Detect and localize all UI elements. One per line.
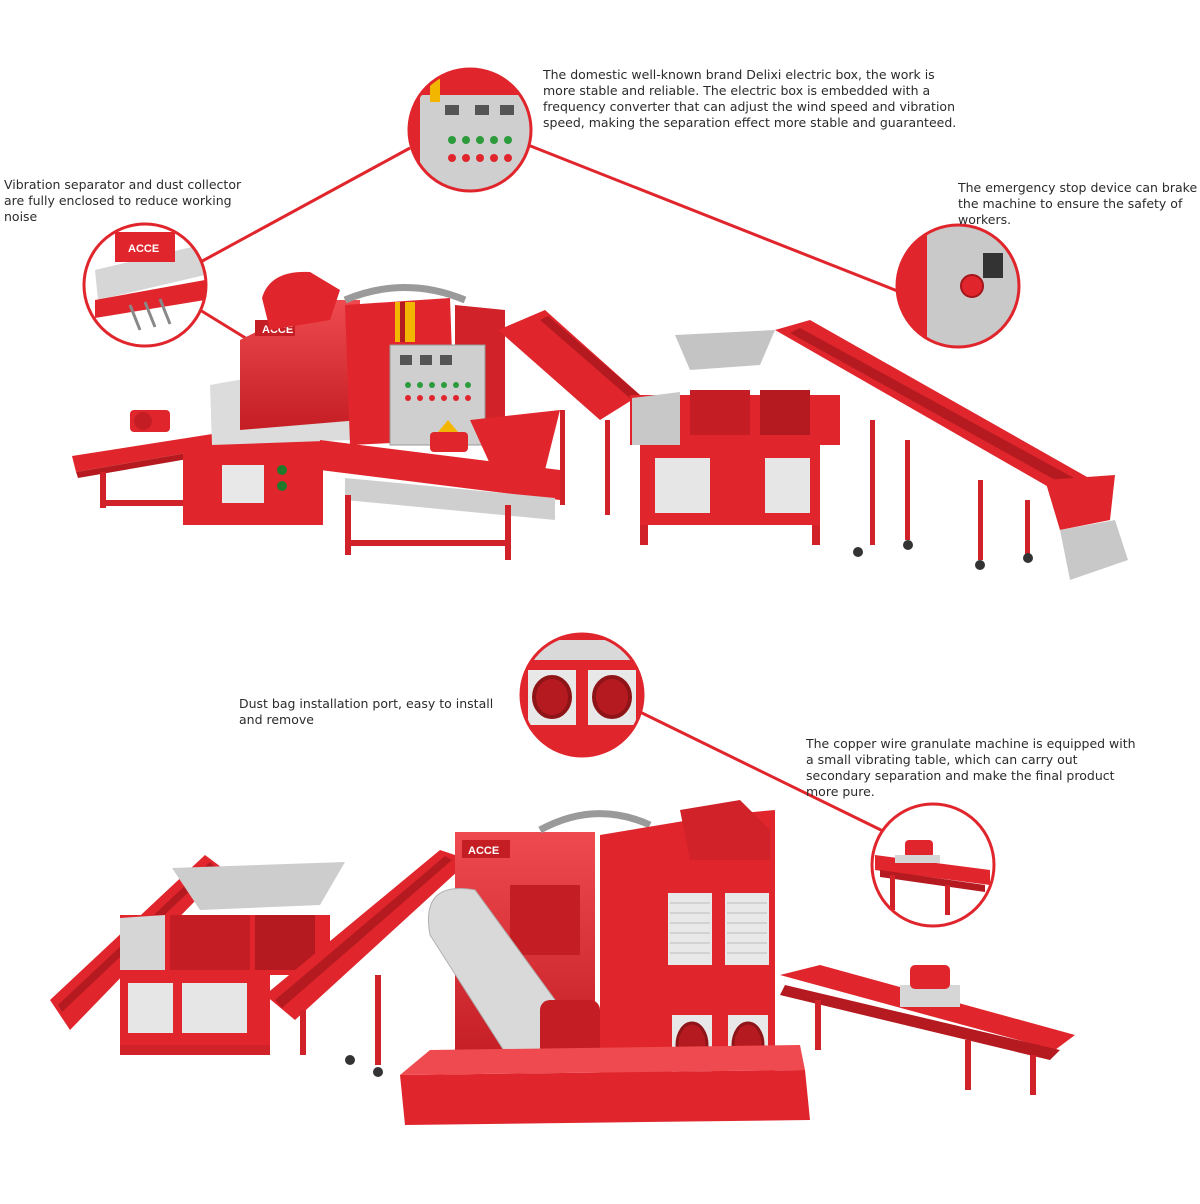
right-vibrating-table xyxy=(780,965,1075,1095)
top-machine-line: ACCE xyxy=(72,271,1128,580)
vibrating-table-icon xyxy=(870,802,996,928)
vibration-separator-icon: ACCE xyxy=(82,222,208,348)
shredder-bottom xyxy=(120,862,345,1055)
callout-line-vibtable xyxy=(639,710,886,834)
caption-emergency-stop: The emergency stop device can brake the … xyxy=(958,180,1198,227)
incline-conveyor-1 xyxy=(498,310,640,420)
front-conveyor xyxy=(320,440,560,500)
callout-line-electric-left xyxy=(194,146,411,267)
svg-text:ACCE: ACCE xyxy=(128,243,159,255)
shredder-top xyxy=(630,330,840,545)
brand-label-bottom: ACCE xyxy=(468,845,499,857)
caption-dust-bag: Dust bag installation port, easy to inst… xyxy=(239,696,494,727)
dust-cabinet xyxy=(600,800,775,1085)
callout-line-electric-right xyxy=(527,143,901,294)
electric-box-icon xyxy=(407,67,533,193)
dust-bag-port-icon xyxy=(519,632,645,758)
main-grinder-bottom: ACCE xyxy=(428,810,652,1062)
callout-lines xyxy=(194,143,901,834)
bottom-machine-line: ACCE xyxy=(50,800,1075,1125)
caption-electric-box: The domestic well-known brand Delixi ele… xyxy=(543,67,957,130)
emergency-stop-icon xyxy=(895,223,1021,349)
electric-box-top xyxy=(389,344,486,452)
caption-vibration-separator: Vibration separator and dust collector a… xyxy=(4,177,242,224)
callout-line-vibration xyxy=(199,308,253,344)
caption-vibrating-table: The copper wire granulate machine is equ… xyxy=(806,736,1136,799)
